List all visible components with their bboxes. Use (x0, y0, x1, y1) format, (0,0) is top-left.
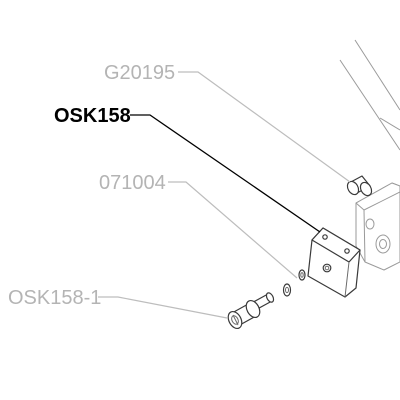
leader-line-071004 (168, 181, 298, 279)
callout-label-osk158: OSK158 (54, 105, 131, 127)
callout-label-g20195: G20195 (104, 62, 175, 84)
leader-line-g20195 (178, 71, 351, 183)
part-g20195-spacer (346, 175, 373, 197)
leader-line-osk158 (130, 114, 321, 233)
leader-line-osk158-1 (98, 296, 228, 319)
housing-assembly (339, 39, 400, 271)
part-osk158-1-screw (227, 292, 275, 330)
part-osk158-plate (307, 227, 361, 298)
part-071004-washers (282, 269, 306, 297)
callout-label-071004: 071004 (99, 172, 166, 194)
callout-label-osk158-1: OSK158-1 (8, 287, 101, 309)
